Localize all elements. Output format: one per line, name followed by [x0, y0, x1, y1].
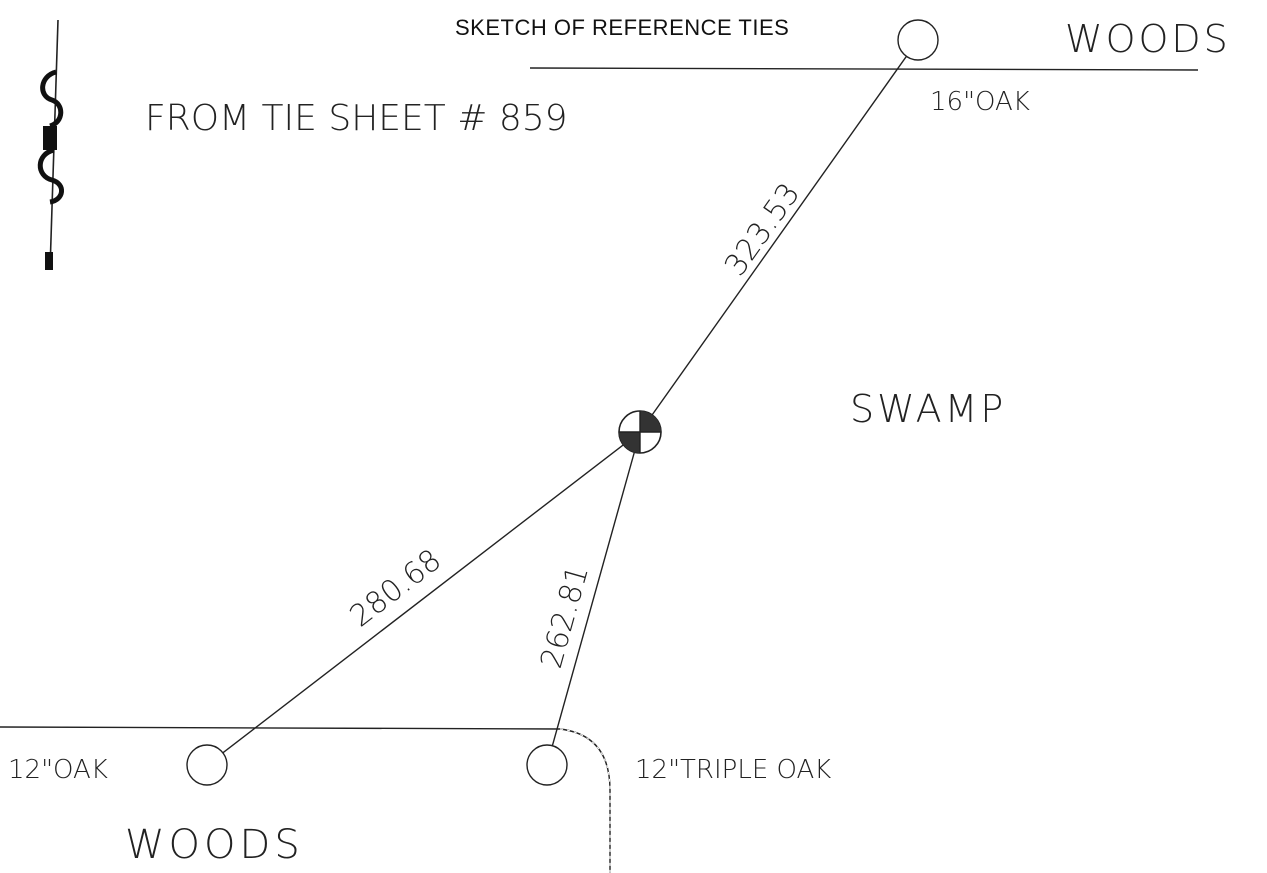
top-woods-boundary	[529, 67, 1199, 71]
tree-16-oak-icon	[897, 19, 939, 61]
north-arrow-icon	[37, 19, 64, 271]
bottom-woods-boundary	[0, 726, 611, 873]
tie-distance-16-oak: 323.53	[718, 177, 807, 283]
tree-label-16-oak: 16"OAK	[930, 87, 1030, 117]
tie-line-16-oak	[639, 39, 919, 433]
tie-sheet-reference: FROM TIE SHEET # 859	[145, 98, 568, 139]
tie-line-12-oak	[206, 431, 641, 766]
tree-12-triple-oak-icon	[526, 744, 568, 786]
area-label-swamp: SWAMP	[850, 387, 1006, 431]
area-label-woods-top: WOODS	[1065, 17, 1231, 61]
sketch-title: SKETCH OF REFERENCE TIES	[455, 15, 789, 40]
area-label-woods-bottom: WOODS	[125, 822, 304, 868]
tree-label-12-triple-oak: 12"TRIPLE OAK	[635, 755, 831, 785]
tie-distance-12-triple-oak: 262.81	[534, 562, 596, 673]
monument-icon	[618, 410, 662, 454]
tree-label-12-oak: 12"OAK	[8, 755, 108, 785]
tree-12-oak-icon	[186, 744, 228, 786]
tie-line-12-triple-oak	[546, 431, 641, 766]
